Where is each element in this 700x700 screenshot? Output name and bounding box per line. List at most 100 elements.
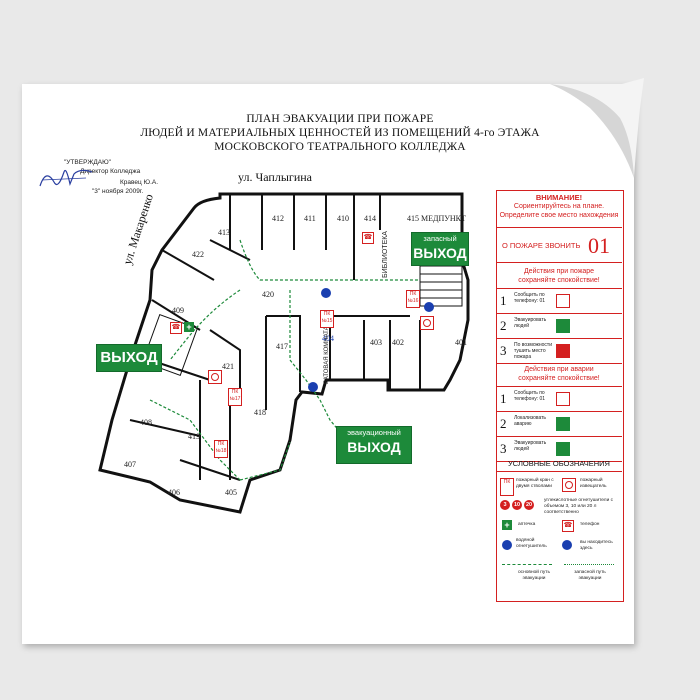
legend-fire-text: пожарный извещатель — [580, 478, 607, 489]
warning-heading: ВНИМАНИЕ! — [535, 193, 583, 202]
title-line-1: ПЛАН ЭВАКУАЦИИ ПРИ ПОЖАРЕ — [246, 113, 434, 125]
approval-heading: "УТВЕРЖДАЮ" — [64, 159, 111, 166]
exit-top: запасный ВЫХОД — [411, 232, 469, 266]
call-text: О ПОЖАРЕ ЗВОНИТЬ — [502, 241, 581, 250]
pk-label: ПК — [323, 311, 331, 317]
legend-block: УСЛОВНЫЕ ОБОЗНАЧЕНИЯ ПК пожарный кран с … — [496, 456, 622, 600]
row-number: 3 — [500, 343, 507, 358]
approval-position: Директор Колледжа — [80, 168, 141, 175]
exit-arrow-icon — [556, 319, 570, 333]
water-extinguisher-icon — [308, 382, 318, 392]
room-422: 422 — [192, 250, 204, 259]
title-line-3: МОСКОВСКОГО ТЕАТРАЛЬНОГО КОЛЛЕДЖА — [214, 141, 466, 153]
pk-number: №17 — [229, 396, 241, 402]
room-412: 412 — [272, 214, 284, 223]
legend-first-aid-icon: + — [502, 520, 512, 530]
pk-label: ПК — [217, 441, 225, 447]
exit-top-label: ВЫХОД — [413, 245, 467, 261]
legend-ext-10: 10 — [512, 500, 522, 510]
legend-heading: УСЛОВНЫЕ ОБОЗНАЧЕНИЯ — [496, 456, 622, 472]
phone-icon — [556, 392, 570, 406]
row-text: По возможности тушить место пожара — [514, 342, 553, 360]
you-are-here-icon — [562, 540, 572, 550]
street-top: ул. Чаплыгина — [238, 170, 312, 184]
signature — [39, 169, 93, 187]
accident-action-row: 1 Сообщить по телефону: 01 — [496, 387, 622, 412]
approval-date: "3" ноября 2009г. — [92, 188, 144, 195]
title-line-2: ЛЮДЕЙ И МАТЕРИАЛЬНЫХ ЦЕННОСТЕЙ ИЗ ПОМЕЩЕ… — [140, 127, 540, 139]
exit-bottom-label: ВЫХОД — [347, 439, 401, 455]
row-number: 2 — [500, 416, 507, 431]
row-number: 2 — [500, 318, 507, 333]
legend-panel — [496, 190, 624, 602]
room-418: 418 — [254, 408, 266, 417]
phone-icon: ☎ — [362, 232, 374, 244]
room-410: 410 — [337, 214, 349, 223]
legend-reserve-text: запасной путь эвакуации — [574, 570, 606, 581]
exit-left: ВЫХОД — [96, 344, 162, 372]
fire-action-row: 2 Эвакуировать людей — [496, 314, 622, 339]
accident-actions-subtitle: сохраняйте спокойствие! — [518, 375, 600, 382]
legend-phone-text: телефон — [580, 522, 600, 527]
page-curl — [550, 78, 644, 178]
room-404: 404 — [322, 334, 334, 343]
room-419: 419 — [188, 432, 200, 441]
room-415: 415 МЕДПУНКТ — [407, 214, 466, 223]
legend-aid-text: аптечка — [518, 522, 536, 527]
legend-water-icon — [502, 540, 512, 550]
room-421: 421 — [222, 362, 234, 371]
water-extinguisher-icon — [424, 302, 434, 312]
fire-actions-title: Действия при пожаре — [523, 268, 595, 275]
row-number: 1 — [500, 293, 507, 308]
fire-detector-icon — [208, 370, 222, 384]
room-417: 417 — [276, 342, 288, 351]
room-420: 420 — [262, 290, 274, 299]
exit-bottom: эвакуационный ВЫХОД — [336, 426, 412, 464]
row-number: 1 — [500, 391, 507, 406]
row-text: Локализовать аварию — [514, 415, 547, 427]
legend-water-text: водяной огнетушитель — [516, 538, 547, 549]
warning-line-1: Сориентируйтесь на плане. — [513, 203, 605, 210]
legend-pk-text: пожарный кран с двумя стволами — [516, 478, 554, 489]
first-aid-icon — [556, 417, 570, 431]
first-aid-icon: + — [184, 322, 194, 332]
exit-top-caption: запасный — [423, 234, 457, 243]
call-number: 01 — [588, 233, 610, 258]
phone-icon — [556, 294, 570, 308]
floor-plan — [98, 192, 470, 514]
room-401: 401 — [455, 338, 467, 347]
row-text: Эвакуировать людей — [514, 440, 547, 452]
room-406: 406 — [168, 488, 180, 497]
pk-number: №18 — [215, 448, 227, 454]
legend-ext-text: углекислотные огнетушители с объемом 3, … — [544, 498, 614, 515]
legend-phone-icon: ☎ — [562, 520, 574, 532]
extinguisher-icon — [556, 344, 570, 358]
legend-pk-icon: ПК — [500, 478, 514, 496]
exit-arrow-icon — [556, 442, 570, 456]
exit-bottom-caption: эвакуационный — [347, 428, 401, 437]
call-block: О ПОЖАРЕ ЗВОНИТЬ 01 — [496, 230, 622, 263]
row-text: Эвакуировать людей — [514, 317, 547, 329]
legend-fire-detector-icon — [562, 478, 576, 492]
row-text: Сообщить по телефону: 01 — [514, 390, 546, 402]
phone-icon: ☎ — [170, 322, 182, 334]
pk-label: ПК — [409, 291, 417, 297]
pk-label: ПК — [231, 389, 239, 395]
legend-ext-3: 3 — [500, 500, 510, 510]
legend-here-text: вы находитесь здесь — [580, 540, 613, 551]
pk-number: №16 — [407, 298, 419, 304]
warning-line-2: Определите свое место нахождения — [499, 212, 619, 219]
legend-main-text: основной путь эвакуации — [518, 570, 550, 581]
accident-action-row: 2 Локализовать аварию — [496, 412, 622, 437]
main-route-line — [502, 564, 552, 565]
room-408: 408 — [140, 418, 152, 427]
